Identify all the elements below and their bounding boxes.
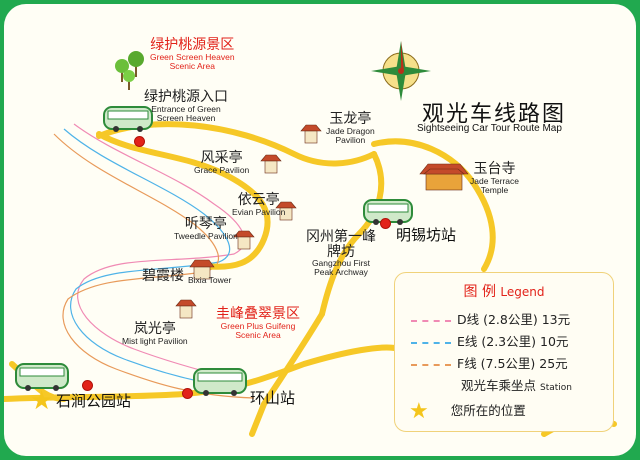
bus-icon-mingxifang xyxy=(363,199,413,225)
map-frame: 观光车线路图 Sightseeing Car Tour Route Map 绿护… xyxy=(4,4,636,456)
place-grace: 风采亭 Grace Pavilion xyxy=(194,150,250,175)
legend-box: 图 例 Legend D线 (2.8公里) 13元 E线 (2.3公里) 10元… xyxy=(394,272,614,432)
legend-row-station: 观光车乘坐点 Station xyxy=(461,378,572,393)
bus-icon-shijian xyxy=(15,363,69,391)
station-huanshan: 环山站 xyxy=(250,389,296,407)
station-marker-entrance xyxy=(134,136,145,147)
compass-icon xyxy=(371,41,431,101)
bus-icon-huanshan xyxy=(193,368,247,396)
legend-row-f: F线 (7.5公里) 25元 xyxy=(411,353,568,372)
place-bixia-en: Bixia Tower xyxy=(188,275,232,285)
legend-row-d: D线 (2.8公里) 13元 xyxy=(411,309,570,328)
place-bixia: 碧霞楼 xyxy=(142,268,184,284)
pavilion-icon-evian xyxy=(275,201,297,221)
legend-row-e: E线 (2.3公里) 10元 xyxy=(411,331,568,350)
route-line-d xyxy=(73,123,245,380)
map-title: 观光车线路图 xyxy=(422,102,567,127)
place-entrance: 绿护桃源入口 Entrance of Green Screen Heaven xyxy=(144,89,228,123)
place-evian: 依云亭 Evian Pavilion xyxy=(232,192,286,217)
station-marker-mingxifang xyxy=(380,218,391,229)
pavilion-icon-mistlight xyxy=(175,299,197,319)
station-marker-shijian xyxy=(82,380,93,391)
pavilion-icon-tweedle xyxy=(233,230,255,250)
station-mingxifang: 明锡坊站 xyxy=(396,226,457,244)
place-gangzhou: 冈州第一峰 牌坊 Gangzhou First Peak Archway xyxy=(306,229,376,278)
place-jade-dragon: 玉龙亭 Jade Dragon Pavilion xyxy=(326,111,375,145)
place-tweedle: 听琴亭 Tweedle Pavilion xyxy=(174,216,238,241)
tree-icons xyxy=(115,51,144,90)
map-subtitle: Sightseeing Car Tour Route Map xyxy=(417,123,562,134)
station-marker-huanshan xyxy=(182,388,193,399)
place-jade-terrace: 玉台寺 Jade Terrace Temple xyxy=(470,161,519,195)
bus-icon-entrance xyxy=(103,106,153,132)
road-lower xyxy=(249,311,325,437)
legend-title: 图 例 Legend xyxy=(463,284,545,300)
road-main xyxy=(96,131,271,270)
pavilion-icon-jade-dragon xyxy=(300,124,322,144)
pavilion-icon-grace xyxy=(260,154,282,174)
legend-star-icon: ★ xyxy=(409,399,429,424)
route-line-f xyxy=(53,133,255,399)
station-shijian: 石涧公园站 xyxy=(56,392,132,410)
area-green-screen: 绿护桃源景区 Green Screen Heaven Scenic Area xyxy=(150,37,235,71)
road-right xyxy=(371,138,496,272)
place-mistlight: 岚光亭 Mist light Pavilion xyxy=(122,321,188,346)
area-gui-feng: 圭峰叠翠景区 Green Plus Guifeng Scenic Area xyxy=(216,306,300,340)
route-map-svg xyxy=(4,41,617,437)
you-are-here-star-icon: ★ xyxy=(30,386,54,416)
legend-row-here: ★ 您所在的位置 xyxy=(409,399,526,424)
route-line-e xyxy=(63,128,245,390)
road-ridge xyxy=(319,151,385,317)
temple-icon-jade-terrace xyxy=(419,163,469,191)
pavilion-icon-bixia xyxy=(189,259,215,280)
